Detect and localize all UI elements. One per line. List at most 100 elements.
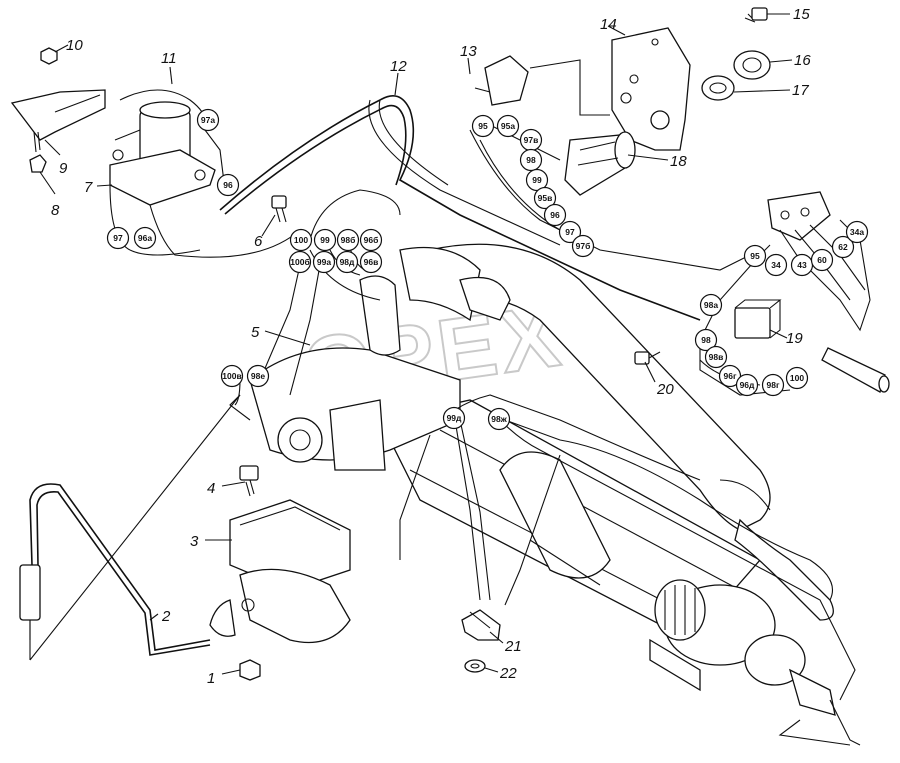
wire-tag-label: 98д [340, 257, 355, 267]
mounting-bracket [10, 89, 106, 141]
wire-tag-label: 100б [290, 257, 309, 267]
wire-tag-t99d: 99д [442, 406, 466, 430]
wire-tag-circle [543, 203, 567, 227]
callout-17: 17 [792, 82, 809, 99]
wire-tag-t99a: 99а [312, 250, 336, 274]
wire-tag-label: 62 [838, 242, 848, 252]
wire-tag-circle [831, 235, 855, 259]
wire-tag-label: 95 [750, 251, 760, 261]
relay-19 [734, 299, 782, 339]
wire-tag-circle [533, 186, 557, 210]
wire-tag-t97a: 97а [196, 108, 220, 132]
wire-tag-t96_top: 96 [216, 173, 240, 197]
callout-12: 12 [390, 58, 407, 75]
wire-tag-circle [845, 220, 869, 244]
wire-tag-label: 96б [364, 235, 379, 245]
callout-18: 18 [670, 153, 687, 170]
terminal-block [767, 191, 831, 241]
wire-tag-circle [704, 345, 728, 369]
wire-tag-label: 99 [532, 175, 542, 185]
callout-11: 11 [161, 50, 177, 67]
wire-tag-circle [289, 228, 313, 252]
washer-22 [464, 659, 486, 673]
wire-tag-label: 43 [797, 260, 807, 270]
wire-tag-label: 98а [704, 300, 718, 310]
callout-10: 10 [66, 37, 83, 54]
callout-1: 1 [207, 670, 215, 687]
wire-tag-circle [359, 228, 383, 252]
wire-tag-t98: 98 [519, 148, 543, 172]
callout-9: 9 [59, 160, 68, 177]
callout-21: 21 [504, 638, 522, 655]
combustion-unit [229, 246, 511, 471]
wire-tag-label: 98е [251, 371, 265, 381]
bolt-6 [271, 195, 287, 223]
bolt-4 [239, 465, 259, 497]
cover-plate [611, 27, 691, 151]
wire-tag-label: 34а [850, 227, 864, 237]
wire-tag-label: 98б [341, 235, 356, 245]
wire-tag-label: 95в [538, 193, 553, 203]
wire-tag-circle [519, 148, 543, 172]
wire-tag-circle [133, 226, 157, 250]
wire-tag-t97: 97 [106, 226, 130, 250]
nut-1 [239, 659, 261, 681]
wire-tag-circle [764, 253, 788, 277]
wire-tag-t60: 60 [810, 248, 834, 272]
wire-tag-t62: 62 [831, 235, 855, 259]
wire-tag-label: 98 [701, 335, 711, 345]
wire-tag-circle [735, 373, 759, 397]
wire-tag-t34: 34 [764, 253, 788, 277]
callout-2: 2 [161, 608, 171, 625]
wire-tag-circle [471, 114, 495, 138]
wire-tag-label: 99а [317, 257, 331, 267]
wire-tag-t98a: 98а [699, 293, 723, 317]
wire-tag-label: 60 [817, 255, 827, 265]
wire-tag-label: 34 [771, 260, 781, 270]
wire-tag-circle [359, 250, 383, 274]
screw-8 [29, 131, 47, 173]
wire-tag-label: 98в [709, 352, 724, 362]
wire-tag-t95: 95 [471, 114, 495, 138]
wire-tag-label: 100 [294, 235, 308, 245]
callout-3: 3 [190, 533, 199, 550]
wire-tag-label: 97а [201, 115, 215, 125]
wire-tag-label: 96в [364, 257, 379, 267]
wire-tag-t96b: 96б [359, 228, 383, 252]
wire-tag-circle [442, 406, 466, 430]
wire-tag-circle [288, 250, 312, 274]
wire-tag-t98b: 98б [336, 228, 360, 252]
callout-5: 5 [251, 324, 260, 341]
wire-tag-t97_mid: 97 [558, 220, 582, 244]
air-duct [429, 243, 834, 621]
nut-16 [733, 50, 771, 80]
glow-cable [19, 394, 241, 661]
bolt-15 [744, 7, 768, 23]
wire-tag-circle [761, 373, 785, 397]
wire-tag-label: 98 [526, 155, 536, 165]
callout-13: 13 [460, 43, 477, 60]
wire-tag-label: 100 [790, 373, 804, 383]
wire-tag-circle [335, 250, 359, 274]
wire-tag-t99: 99 [313, 228, 337, 252]
wire-tag-circle [336, 228, 360, 252]
wire-tag-t98d: 98д [335, 250, 359, 274]
solenoid-relay [109, 101, 216, 206]
wire-tag-circle [487, 407, 511, 431]
wire-tag-circle [246, 364, 270, 388]
wire-tag-t98v: 98в [704, 345, 728, 369]
hose-end [821, 347, 890, 393]
wire-tag-circle [810, 248, 834, 272]
wire-tag-t97b: 97б [571, 234, 595, 258]
bolt-20 [634, 351, 661, 365]
wire-tag-circle [699, 293, 723, 317]
callout-22: 22 [499, 665, 517, 682]
wire-tag-t98e: 98е [246, 364, 270, 388]
wire-tag-circle [216, 173, 240, 197]
wire-tag-t98_right: 98 [694, 328, 718, 352]
wire-tag-t95a: 95а [496, 114, 520, 138]
wire-tag-label: 97 [113, 233, 123, 243]
wire-tag-circle [106, 226, 130, 250]
callout-labels: 1 2 3 4 5 6 7 8 9 10 11 12 13 14 15 16 1… [51, 6, 811, 687]
callout-16: 16 [794, 52, 811, 69]
